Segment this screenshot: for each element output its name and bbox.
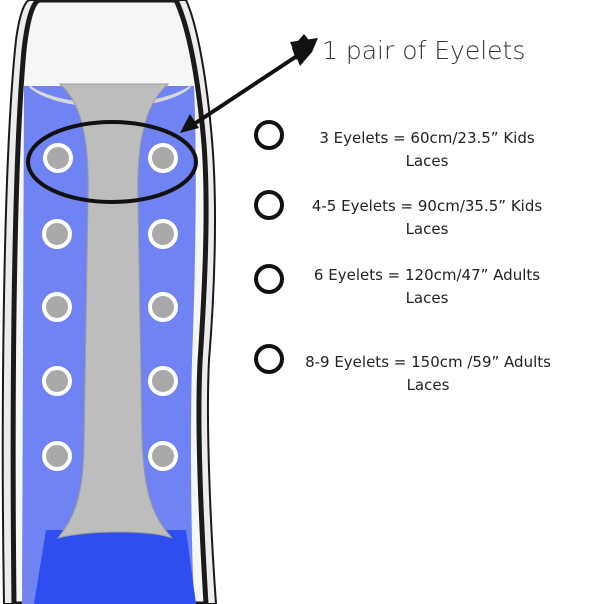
bullet-circle-icon <box>254 264 284 294</box>
entry-line: Laces <box>406 376 450 394</box>
eyelet <box>42 366 72 396</box>
eyelet <box>148 143 178 173</box>
entry-line: Laces <box>405 289 449 307</box>
eyelet <box>148 219 178 249</box>
entry-line: 4-5 Eyelets = 90cm/35.5” Kids <box>311 197 543 215</box>
pointer-arrow-icon <box>180 34 318 133</box>
eyelet <box>42 441 72 471</box>
entry-line: 6 Eyelets = 120cm/47” Adults <box>313 266 541 284</box>
bullet-circle-icon <box>254 120 284 150</box>
entry-line: Laces <box>405 152 449 170</box>
eyelet-pair-highlight <box>26 120 198 204</box>
eyelet <box>148 292 178 322</box>
eyelet <box>148 441 178 471</box>
lace-size-entry: 8-9 Eyelets = 150cm /59” Adults Laces <box>300 351 556 397</box>
eyelet <box>148 366 178 396</box>
shoe-toe-cap <box>34 530 196 604</box>
bullet-circle-icon <box>254 344 284 374</box>
eyelet <box>43 143 73 173</box>
eyelets-right <box>148 143 178 471</box>
eyelet <box>42 219 72 249</box>
lace-size-entry: 4-5 Eyelets = 90cm/35.5” Kids Laces <box>300 195 554 241</box>
bullet-circle-icon <box>254 190 284 220</box>
eyelet <box>42 292 72 322</box>
shoe-tongue <box>56 83 173 539</box>
lace-size-entry: 3 Eyelets = 60cm/23.5” Kids Laces <box>300 127 554 173</box>
entry-line: 8-9 Eyelets = 150cm /59” Adults <box>305 353 551 371</box>
entry-line: 3 Eyelets = 60cm/23.5” Kids <box>319 129 535 147</box>
eyelets-left <box>42 143 73 471</box>
lace-size-entry: 6 Eyelets = 120cm/47” Adults Laces <box>300 264 554 310</box>
entry-line: Laces <box>405 220 449 238</box>
diagram-title: 1 pair of Eyelets <box>322 36 526 65</box>
